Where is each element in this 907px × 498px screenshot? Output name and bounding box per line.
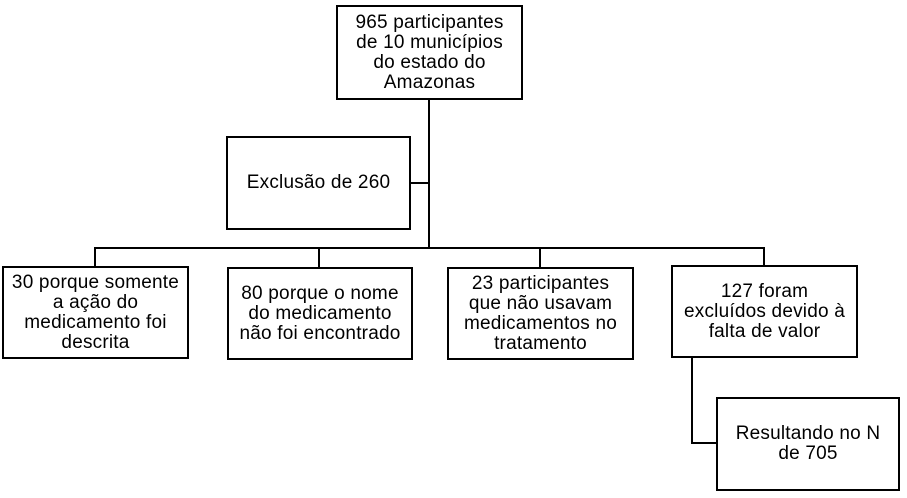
connector-distributor-bar	[94, 247, 765, 249]
connector-drop-reason-1	[94, 249, 96, 266]
connector-total-to-distributor	[428, 100, 430, 249]
connector-exclusion-branch	[411, 182, 428, 184]
node-exclusion-count: Exclusão de 260	[226, 136, 411, 230]
node-reason-no-medication: 23 participantes que não usavam medicame…	[447, 267, 634, 360]
node-reason-missing-value: 127 foram excluídos devido à falta de va…	[671, 265, 858, 358]
node-reason-action-described: 30 porque somente a ação do medicamento …	[2, 266, 189, 359]
connector-drop-reason-4	[763, 249, 765, 265]
node-result-n: Resultando no N de 705	[716, 397, 900, 491]
connector-result-horizontal	[691, 442, 716, 444]
connector-drop-reason-3	[539, 249, 541, 267]
node-total-participants: 965 participantes de 10 municípios do es…	[336, 5, 523, 100]
connector-drop-reason-2	[318, 249, 320, 267]
connector-result-vertical	[691, 358, 693, 444]
node-reason-name-not-found: 80 porque o nome do medicamento não foi …	[227, 267, 413, 360]
